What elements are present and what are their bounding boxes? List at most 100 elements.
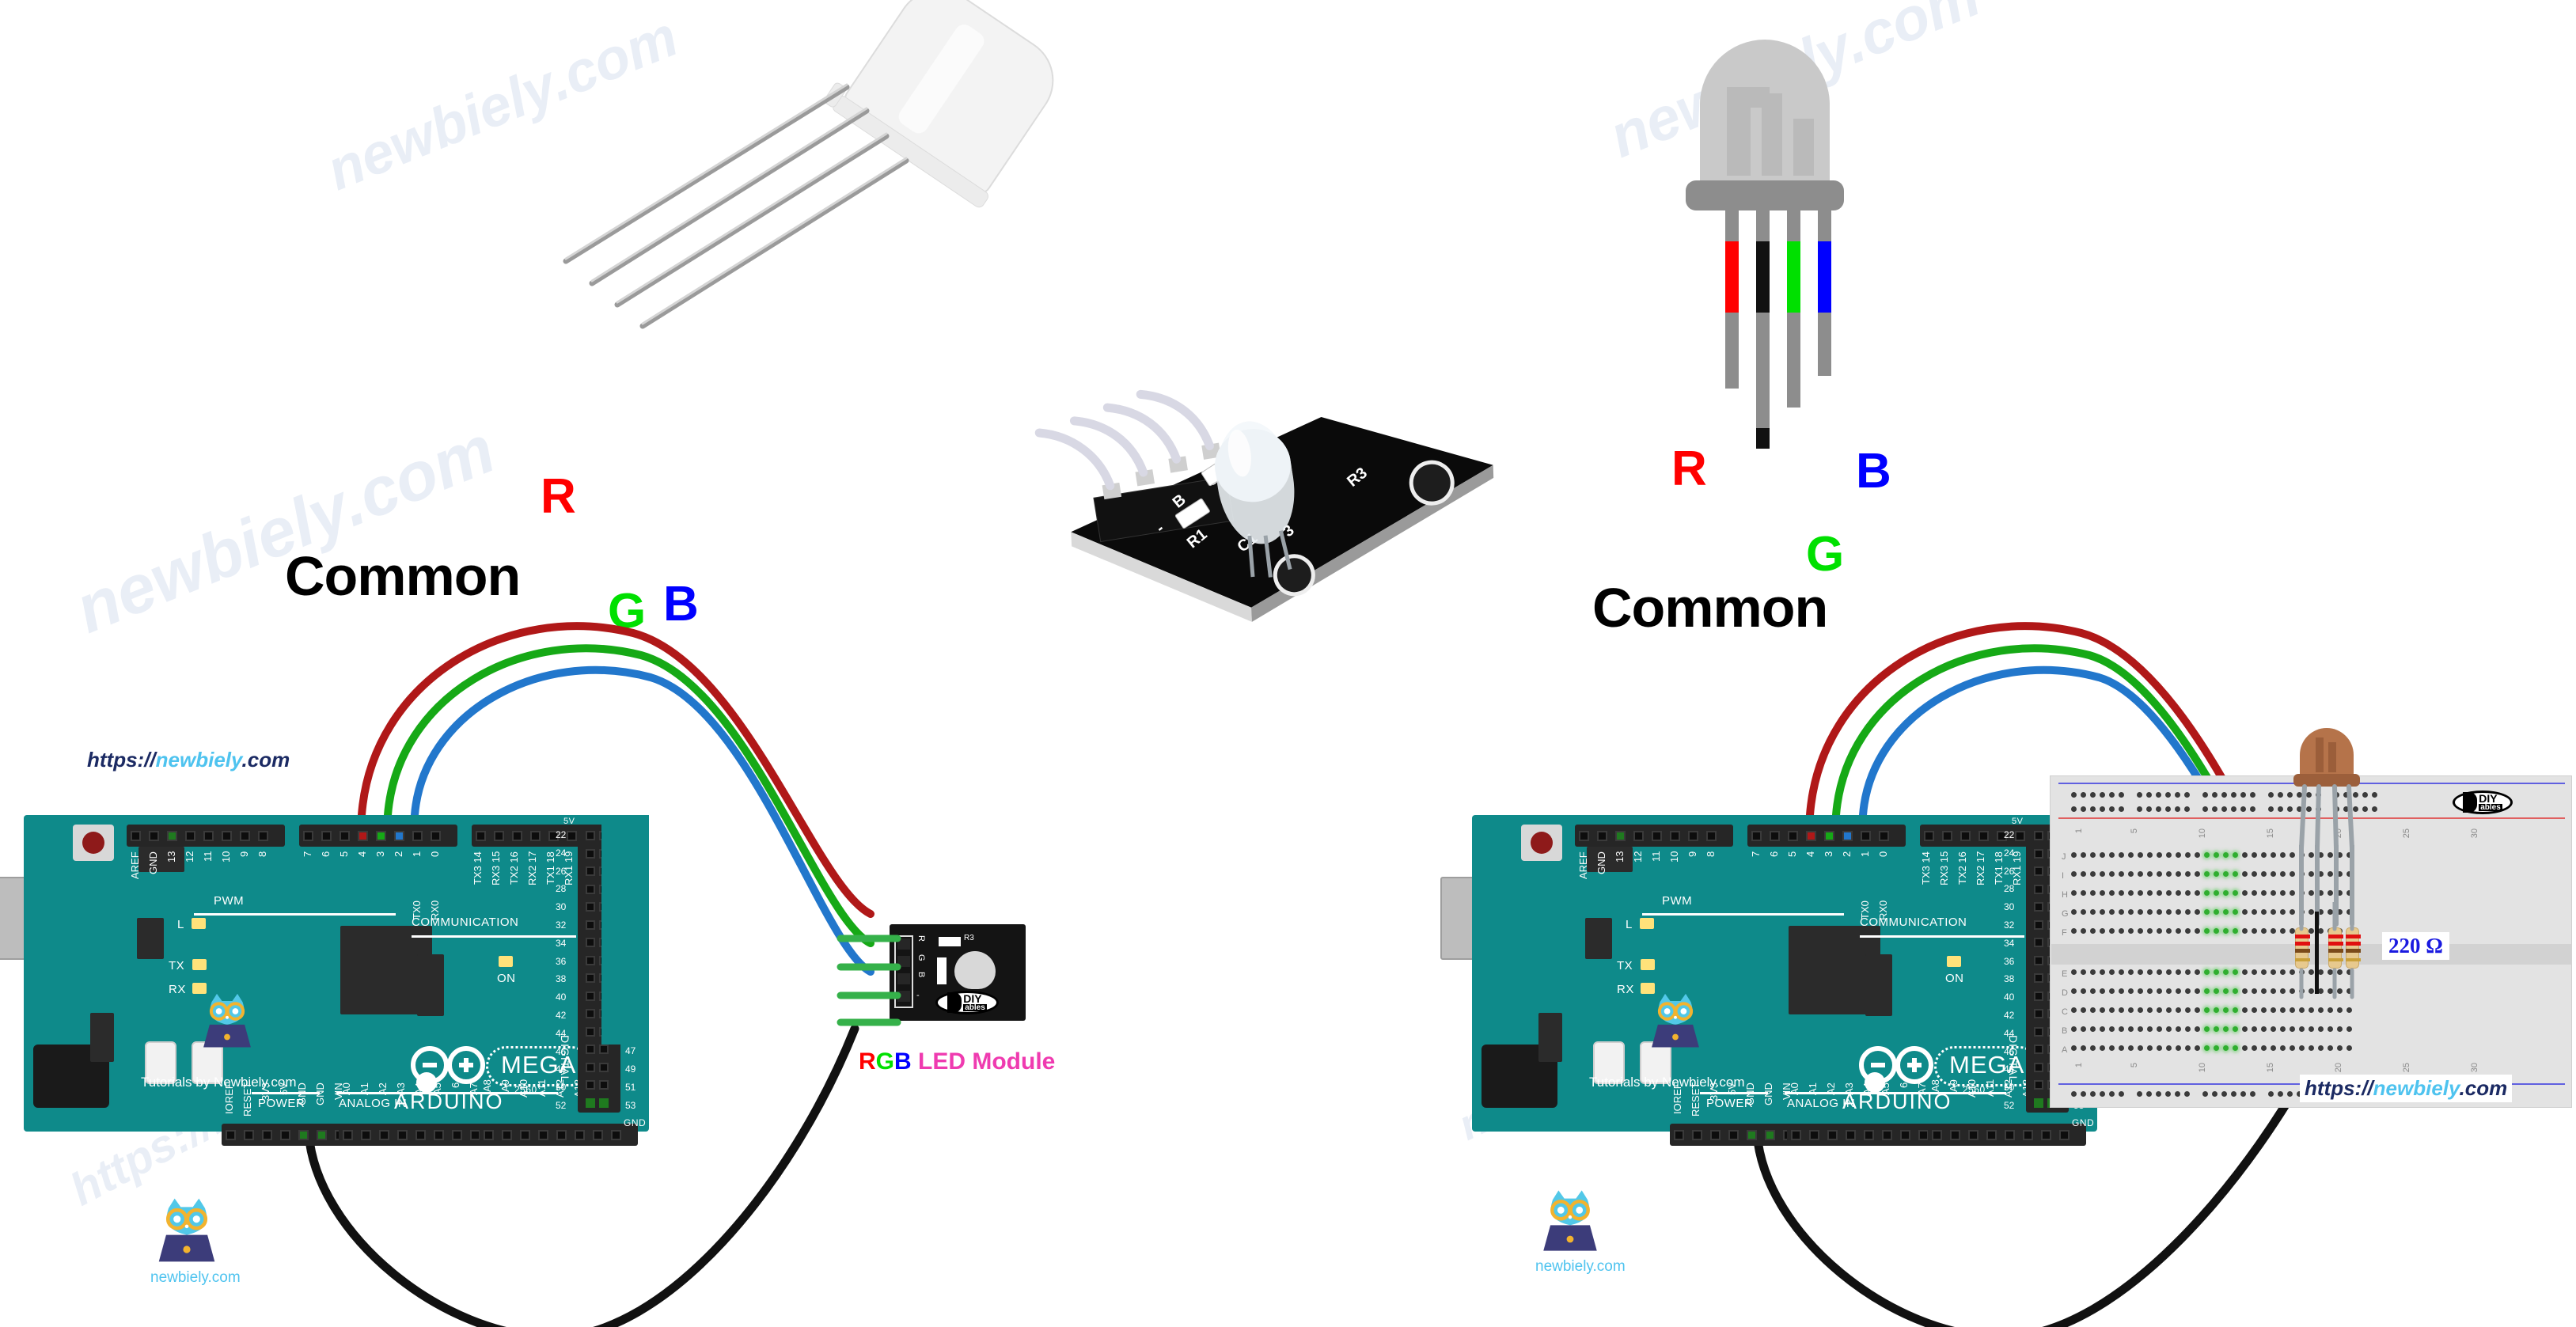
pin-label: 12 (1632, 851, 1644, 863)
module-label-g: G (875, 1048, 895, 1075)
module-pin (897, 956, 910, 967)
label-right-r: R (1671, 442, 1707, 496)
analog-header-a8-a15[interactable] (1928, 1124, 2086, 1146)
pin-label: 5V (278, 1082, 290, 1095)
digital-header-0-7[interactable] (299, 825, 457, 847)
pin-number: 31 (625, 900, 636, 912)
analog-header-a8-a15[interactable] (480, 1124, 638, 1146)
pin-label: 2 (1841, 851, 1853, 858)
pin-label: GND (296, 1082, 308, 1105)
led-rx (1641, 983, 1655, 994)
resistor-value-label: 220 Ω (2382, 932, 2449, 960)
led-l (192, 918, 206, 929)
module-pin-header[interactable] (894, 935, 913, 1008)
pin-number: 42 (556, 1009, 567, 1021)
diy-text: DIY ables (963, 993, 987, 1012)
silk-gnd-right: GND (624, 1117, 647, 1128)
power-underline (252, 1092, 320, 1094)
icsp-header-2 (138, 847, 184, 872)
pin-label: IOREF (223, 1082, 235, 1114)
diyables-logo-breadboard: DIY ables (2453, 791, 2513, 814)
watermark: newbiely.com (65, 411, 506, 648)
pin-label: 8 (1705, 851, 1717, 858)
module-silk-g: G (916, 954, 926, 961)
module-silk-b: B (916, 972, 926, 978)
pin-label: A8 (481, 1079, 493, 1092)
url-protocol: https:// (2305, 1076, 2373, 1100)
arduino-mega-board-left[interactable]: AREF GND 13 12 11 10 9 8 7 6 5 4 3 2 1 0… (0, 815, 649, 1146)
pin-label: 7 (1750, 851, 1762, 858)
pin-number: 36 (556, 955, 567, 967)
reset-button[interactable] (1521, 825, 1562, 861)
column-number: 1 (2074, 828, 2084, 834)
analog-header-a0-a7[interactable] (339, 1124, 497, 1146)
pin-label: A5 (431, 1082, 443, 1095)
rgb-led-photo-left (563, 0, 1054, 329)
silk-L: L (1626, 918, 1633, 931)
digital-header-8-13[interactable] (127, 825, 285, 847)
pcb: AREF GND 13 12 11 10 9 8 7 6 5 4 3 2 1 0… (24, 815, 649, 1146)
silk-digital: DIGITAL (559, 1035, 571, 1083)
pin-label: 5 (1786, 851, 1798, 858)
url-tld: .com (2459, 1076, 2508, 1100)
led-tx (1641, 959, 1655, 970)
power-pin-labels: IOREF RESET 3V3 5V GND GND VIN (1671, 1082, 1799, 1122)
pin-label: 3V3 (260, 1082, 271, 1101)
pin-labels-top-2: 7 6 5 4 3 2 1 0 (302, 851, 447, 893)
owl-logo-board (1645, 991, 1706, 1052)
digital-header-0-7[interactable] (1747, 825, 1906, 847)
owl-icon (158, 1198, 215, 1262)
pin-label: 9 (1686, 851, 1698, 858)
capacitor (1593, 1041, 1625, 1084)
silk-L: L (177, 918, 184, 931)
rgb-led-illustration-right (1686, 40, 1844, 317)
url-tld: .com (241, 748, 290, 772)
column-number: 25 (2402, 1063, 2411, 1073)
pin-label: A4 (413, 1082, 425, 1095)
breadboard[interactable]: DIY ables 1 5 10 15 20 25 30 J I H G F (2050, 775, 2572, 1108)
breadboard-row (2071, 988, 2356, 994)
owl-icon (1652, 993, 1699, 1048)
pin-label: A5 (1880, 1082, 1891, 1095)
row-letter: B (2062, 1026, 2068, 1036)
diy-mark (947, 992, 962, 1013)
microcontroller (340, 926, 432, 1014)
arduino-mega-board-right[interactable]: AREF GND 13 12 11 10 9 8 7 6 5 4 3 2 1 0… (1440, 815, 2097, 1146)
pin-label: 0 (1877, 851, 1889, 858)
pin-number: 22 (556, 829, 567, 840)
resistor-220-ohm (2295, 927, 2310, 969)
pwm-underline (194, 913, 396, 916)
pin-label: AREF (129, 851, 141, 879)
pin-label: 4 (1804, 851, 1816, 858)
silk-communication: COMMUNICATION (412, 916, 519, 929)
pin-label: A10 (518, 1079, 529, 1098)
url-name: newbiely (155, 748, 242, 772)
module-pin (897, 938, 910, 950)
pin-label: A11 (1984, 1079, 1996, 1098)
silk-communication: COMMUNICATION (1860, 916, 1967, 929)
row-letter: F (2062, 928, 2067, 938)
analog-header-a0-a7[interactable] (1787, 1124, 1945, 1146)
column-number: 25 (2402, 828, 2411, 839)
reset-button[interactable] (73, 825, 114, 861)
pin-number: 37 (625, 954, 636, 966)
communication-header[interactable] (472, 825, 630, 847)
pin-label: 9 (238, 851, 250, 858)
digital-header-8-13[interactable] (1575, 825, 1733, 847)
pin-number: 45 (625, 1027, 636, 1039)
pin-number: 35 (625, 936, 636, 948)
pin-number: 32 (2004, 919, 2015, 931)
ky016-module-photo: B G R - R3 R1 C1 3 (1034, 389, 1494, 622)
owl-logo-left: newbiely.com (150, 1195, 241, 1287)
pin-label: A2 (1825, 1082, 1837, 1095)
owl-icon (203, 993, 251, 1048)
label-right-g: G (1806, 527, 1845, 582)
pin-label: GND (1762, 1082, 1774, 1105)
pin-label: A8 (1929, 1079, 1941, 1092)
pin-label: 5 (338, 851, 350, 858)
mega-badge: MEGA (1934, 1046, 2040, 1086)
pin-labels-top-2: 7 6 5 4 3 2 1 0 (1750, 851, 1895, 893)
rgb-led-module-left[interactable]: R G B - R3 DIY ables (890, 924, 1026, 1021)
pin-label: A9 (1948, 1079, 1960, 1092)
